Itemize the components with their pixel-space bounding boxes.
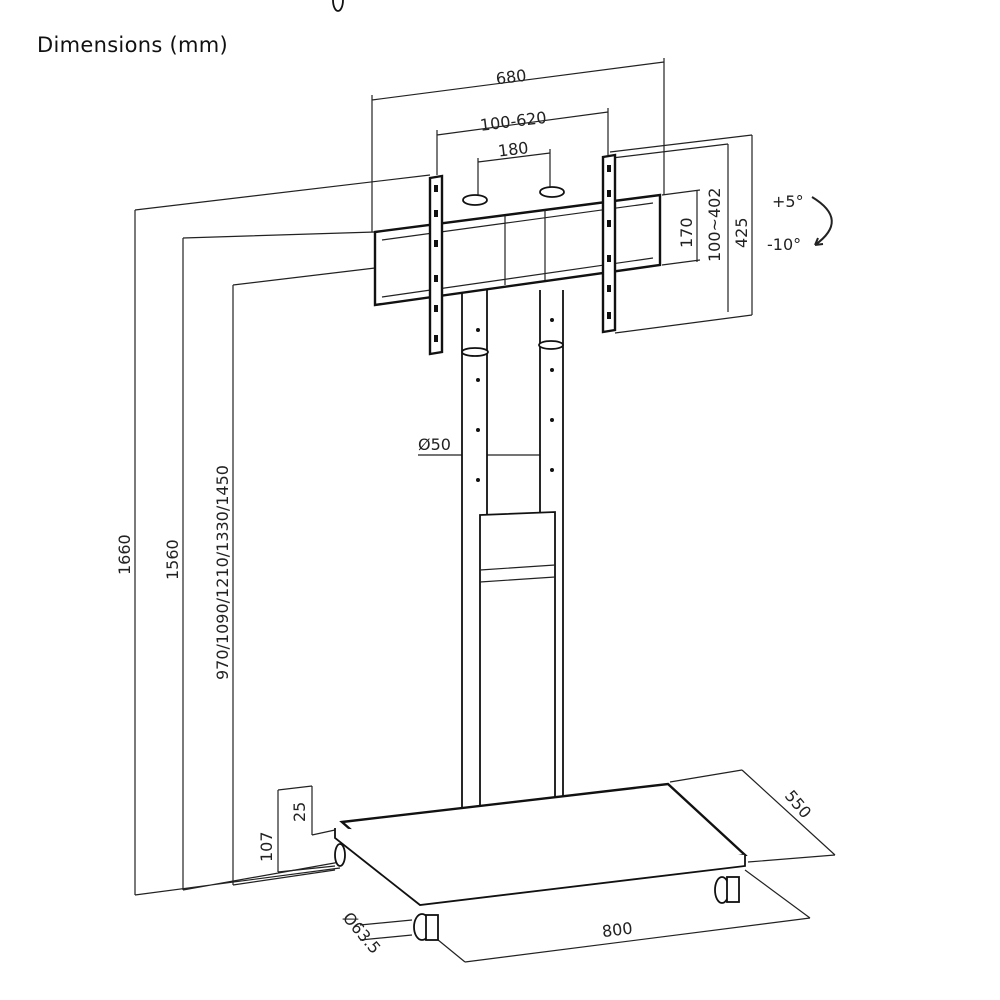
label-170: 170 <box>677 217 696 248</box>
base-plate <box>334 782 748 906</box>
label-100-402: 100~402 <box>705 188 724 262</box>
tilt-arrow-icon <box>811 196 833 246</box>
diagram-title: Dimensions (mm) <box>37 33 229 57</box>
label-1560: 1560 <box>163 539 182 580</box>
label-center-heights: 970/1090/1210/1330/1450 <box>213 465 232 680</box>
wall-plate-bracket <box>373 153 662 356</box>
dimension-lines <box>134 58 836 963</box>
label-180: 180 <box>497 138 530 161</box>
label-800: 800 <box>601 919 634 942</box>
label-caster-diameter: Ø63.5 <box>339 908 385 957</box>
label-425: 425 <box>732 217 751 248</box>
label-107: 107 <box>257 831 276 862</box>
label-1660: 1660 <box>115 534 134 575</box>
label-100-620: 100-620 <box>479 108 548 135</box>
label-tilt-up: +5° <box>772 192 804 211</box>
label-pole-diameter: Ø50 <box>418 435 451 454</box>
casters <box>332 0 740 941</box>
label-550: 550 <box>781 786 815 822</box>
pole <box>461 186 565 826</box>
label-tilt-down: -10° <box>767 235 801 254</box>
label-680: 680 <box>495 66 528 89</box>
label-25: 25 <box>290 802 309 822</box>
